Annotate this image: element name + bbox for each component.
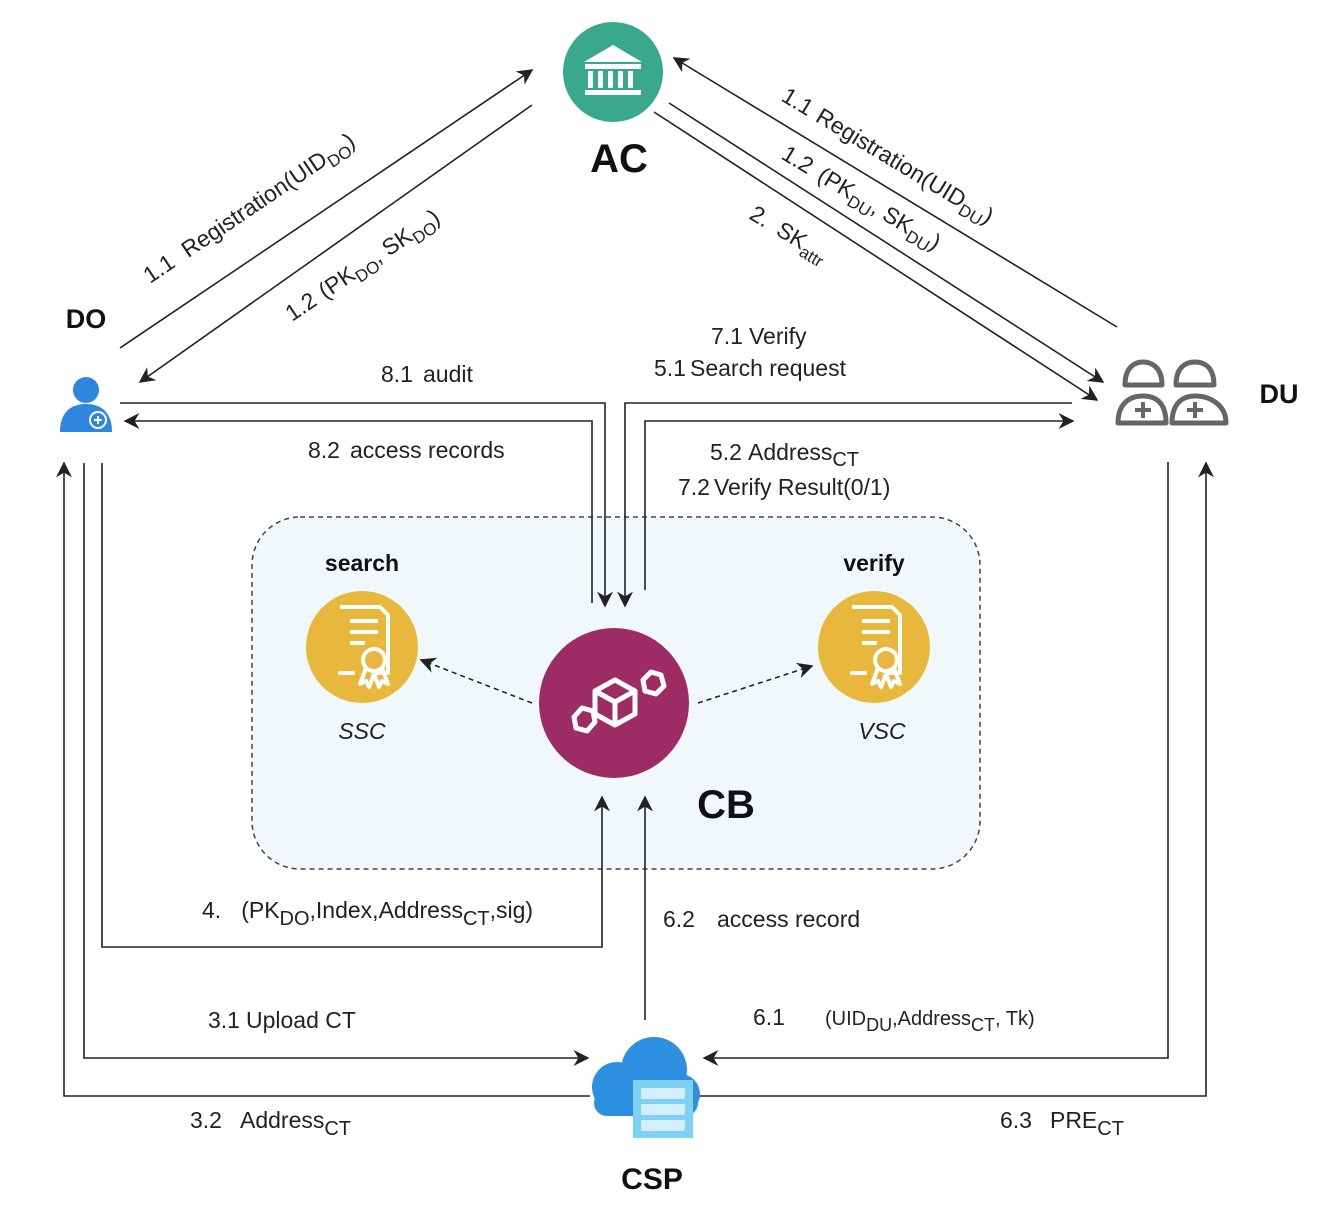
cb-title: CB — [697, 783, 755, 827]
label-ac-du-attr: 2.SKattr — [743, 200, 833, 271]
label-step4: 4.(PKDO,Index,AddressCT,sig) — [202, 897, 533, 930]
label-du-to-csp: 6.1(UIDDU,AddressCT, Tk) — [753, 1004, 1035, 1035]
node-ac: AC — [563, 22, 663, 181]
arrow-du-to-csp — [702, 462, 1169, 1066]
doctors-icon — [1115, 359, 1229, 426]
vsc-header: verify — [843, 550, 905, 576]
arrow-do-to-cb — [101, 463, 610, 948]
csp-title: CSP — [621, 1163, 683, 1196]
label-do-ac-registration: 1.1Registration(UIDDO) — [138, 127, 362, 292]
do-title: DO — [66, 304, 107, 334]
arrow-do-audit — [120, 402, 613, 608]
arrow-du-search — [617, 402, 1072, 608]
arrow-do-upload — [83, 463, 590, 1066]
node-vsc: verify VSC — [818, 550, 930, 744]
arrow-ac-to-do — [138, 104, 533, 383]
arrow-cb-to-ssc — [419, 657, 533, 704]
node-cb: CB — [539, 628, 755, 827]
connectors — [56, 57, 1214, 1097]
node-ssc: search SSC — [306, 550, 418, 744]
node-do: DO — [60, 304, 112, 432]
ac-title: AC — [590, 137, 648, 181]
arrow-csp-address — [56, 461, 590, 1097]
node-csp: CSP — [592, 1037, 700, 1196]
vsc-name: VSC — [858, 718, 906, 744]
ssc-name: SSC — [338, 718, 386, 744]
arrow-ac-to-du-keys — [668, 102, 1105, 383]
ssc-header: search — [325, 550, 399, 576]
arrow-csp-to-du — [697, 461, 1214, 1097]
arrow-access-records — [123, 413, 593, 603]
du-title: DU — [1260, 379, 1299, 409]
arrow-cb-address — [644, 413, 1075, 590]
arrow-ac-to-du-attr — [653, 111, 1099, 401]
arrow-du-to-ac — [672, 57, 1118, 328]
arrow-cb-to-vsc — [697, 662, 814, 704]
node-du: DU — [1115, 359, 1299, 426]
arrow-do-to-ac — [119, 69, 534, 349]
